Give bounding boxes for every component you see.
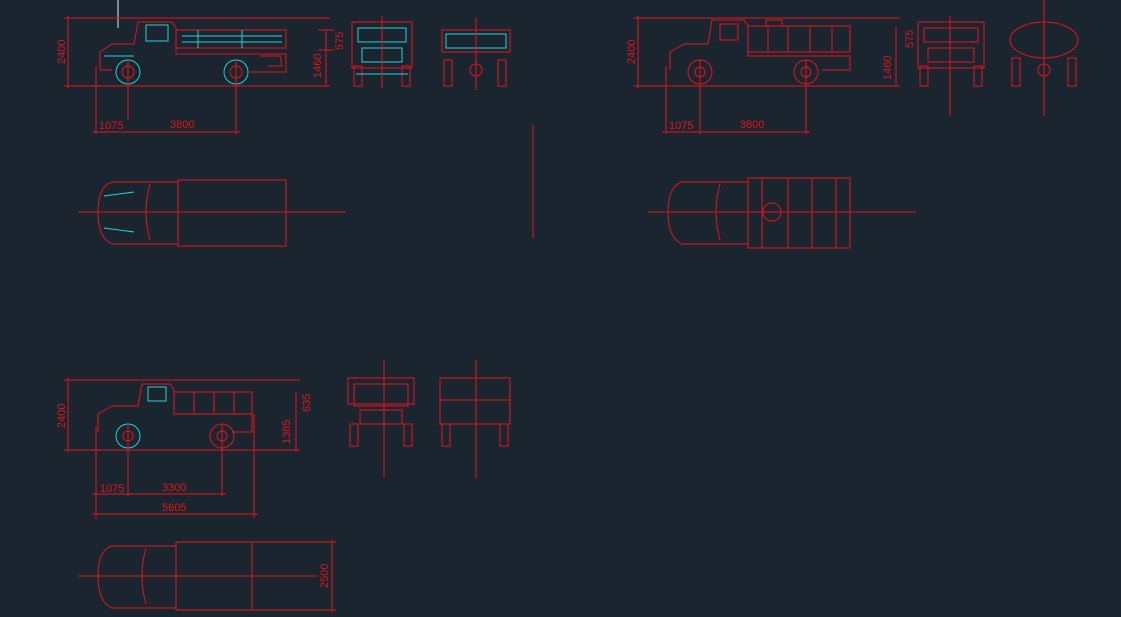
flatbed-truck-rear-view — [441, 18, 511, 90]
dim-cab-575: 575 — [904, 30, 916, 48]
dim-width-2500: 2500 — [319, 564, 331, 588]
dim-cab-575: 575 — [334, 32, 346, 50]
dim-height-2400: 2400 — [56, 40, 68, 64]
tanker-truck-side-view — [634, 16, 900, 134]
dim-height-2400: 2400 — [626, 40, 638, 64]
dim-length-5605: 5605 — [162, 502, 186, 514]
dim-overhang-1075: 1075 — [99, 120, 123, 132]
dim-wheelbase-3800: 3800 — [740, 119, 764, 131]
flatbed-truck-front-view — [351, 16, 413, 88]
flatbed-truck-top-view — [78, 179, 346, 247]
tanker-truck-front-view — [917, 16, 985, 116]
dim-wheelbase-3800: 3800 — [170, 119, 194, 131]
tanker-truck-top-view — [648, 177, 916, 249]
dim-height-2400: 2400 — [56, 404, 68, 428]
dump-truck-rear-view — [439, 360, 511, 478]
dim-bed-side-635: 635 — [301, 394, 313, 412]
flatbed-truck-side-view — [64, 16, 334, 134]
dump-truck-top-view — [78, 540, 336, 612]
dim-wheelbase-3300: 3300 — [162, 482, 186, 494]
tanker-truck-rear-view — [1009, 0, 1079, 116]
dim-overhang-1075: 1075 — [100, 483, 124, 495]
dim-bed-1460: 1460 — [882, 56, 894, 80]
dump-truck-side-view — [64, 378, 300, 518]
dim-bed-1460: 1460 — [312, 54, 324, 78]
dim-bed-1385: 1385 — [281, 420, 293, 444]
dim-overhang-1075: 1075 — [669, 120, 693, 132]
dump-truck-front-view — [347, 360, 415, 478]
